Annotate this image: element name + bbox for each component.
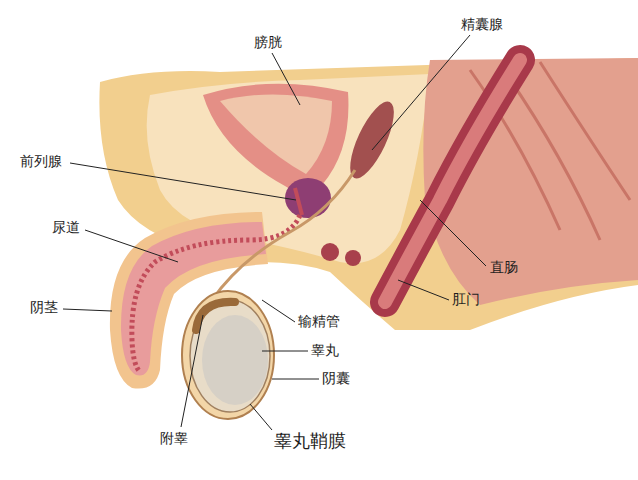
tissue [345,250,361,266]
part-label: 肛门 [452,291,480,308]
epididymis [196,302,235,330]
testis [202,315,268,405]
part-label: 阴囊 [322,370,350,387]
body-wall [99,58,638,330]
rectum [385,60,520,302]
tissue [321,243,339,261]
part-label: 直肠 [490,259,518,276]
part-label: 睾丸鞘膜 [274,430,346,452]
part-label: 阴茎 [30,299,58,316]
part-label: 输精管 [298,313,340,330]
part-label: 前列腺 [20,153,62,170]
part-label: 附睾 [160,430,188,447]
part-label: 膀胱 [254,34,282,51]
part-label: 尿道 [52,219,80,236]
part-label: 睾丸 [311,342,339,359]
bladder [203,84,348,192]
tunica [190,300,270,412]
bladder-lumen [220,95,332,175]
scrotum [182,291,274,419]
urethra [295,188,302,215]
leader-lines [63,35,486,430]
prostate [285,178,331,218]
seminal-vesicle [342,96,403,184]
rectum-lumen [385,60,520,302]
part-label: 精囊腺 [461,16,503,33]
